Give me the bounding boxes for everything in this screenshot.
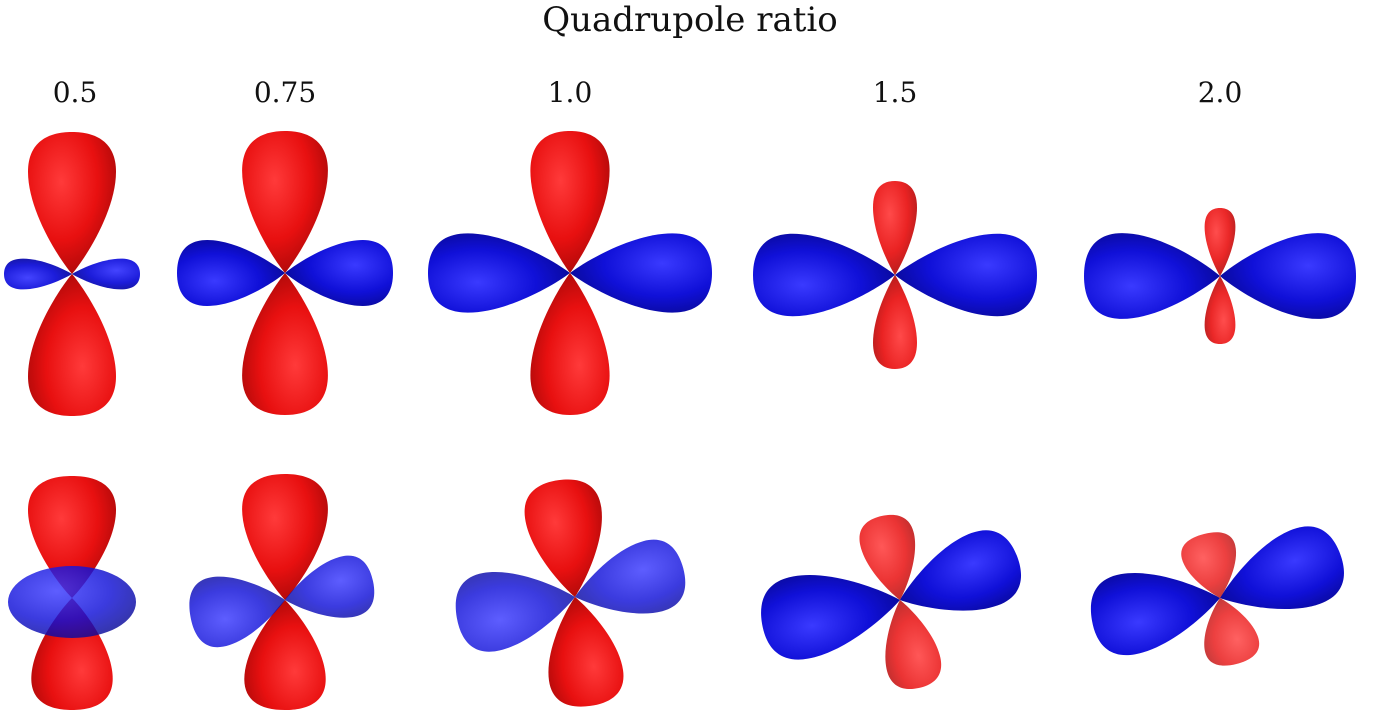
column-label-1-5: 1.5: [872, 76, 918, 109]
blue-lobe-left: [177, 240, 285, 306]
red-lobe-down: [242, 273, 328, 415]
red-lobe-up: [1204, 208, 1236, 276]
blue-lobe-left: [1084, 233, 1220, 319]
red-lobe-down: [28, 274, 116, 416]
lobe-set-top-2-0: [1084, 208, 1356, 344]
lobe-set-top-1-0: [428, 131, 712, 415]
lobe-set-bottom-1-0: [449, 474, 693, 712]
lobe-set-bottom-1-5: [754, 510, 1031, 694]
column-label-2-0: 2.0: [1197, 76, 1243, 109]
lobe-set-top-0-5: [4, 132, 140, 416]
blue-lobe-right: [285, 240, 393, 306]
blue-disk: [8, 566, 136, 638]
lobe-set-top-1-5: [753, 181, 1037, 369]
blue-lobe-right: [1220, 233, 1356, 319]
blue-lobe-right: [895, 233, 1037, 317]
lobe-set-bottom-0-5: [8, 476, 136, 710]
column-label-1-0: 1.0: [547, 76, 593, 109]
lobe-set-bottom-0-75: [184, 474, 380, 710]
red-lobe-down: [873, 275, 917, 369]
blue-lobe-right: [72, 258, 140, 290]
red-lobe-down: [530, 273, 610, 415]
red-lobe-down: [1204, 276, 1236, 344]
blue-lobe-right: [570, 233, 712, 313]
blue-lobe-left: [428, 233, 570, 313]
red-lobe-up: [28, 132, 116, 274]
red-lobe-up: [530, 131, 610, 273]
lobe-set-top-0-75: [177, 131, 393, 415]
column-label-0-75: 0.75: [253, 76, 317, 109]
red-lobe-up: [242, 131, 328, 273]
figure-title: Quadrupole ratio: [542, 0, 838, 40]
blue-lobe-left: [4, 258, 72, 290]
red-lobe-up: [873, 181, 917, 275]
blue-lobe-left: [753, 233, 895, 317]
lobe-set-bottom-2-0: [1084, 517, 1354, 671]
column-label-0-5: 0.5: [52, 76, 98, 109]
